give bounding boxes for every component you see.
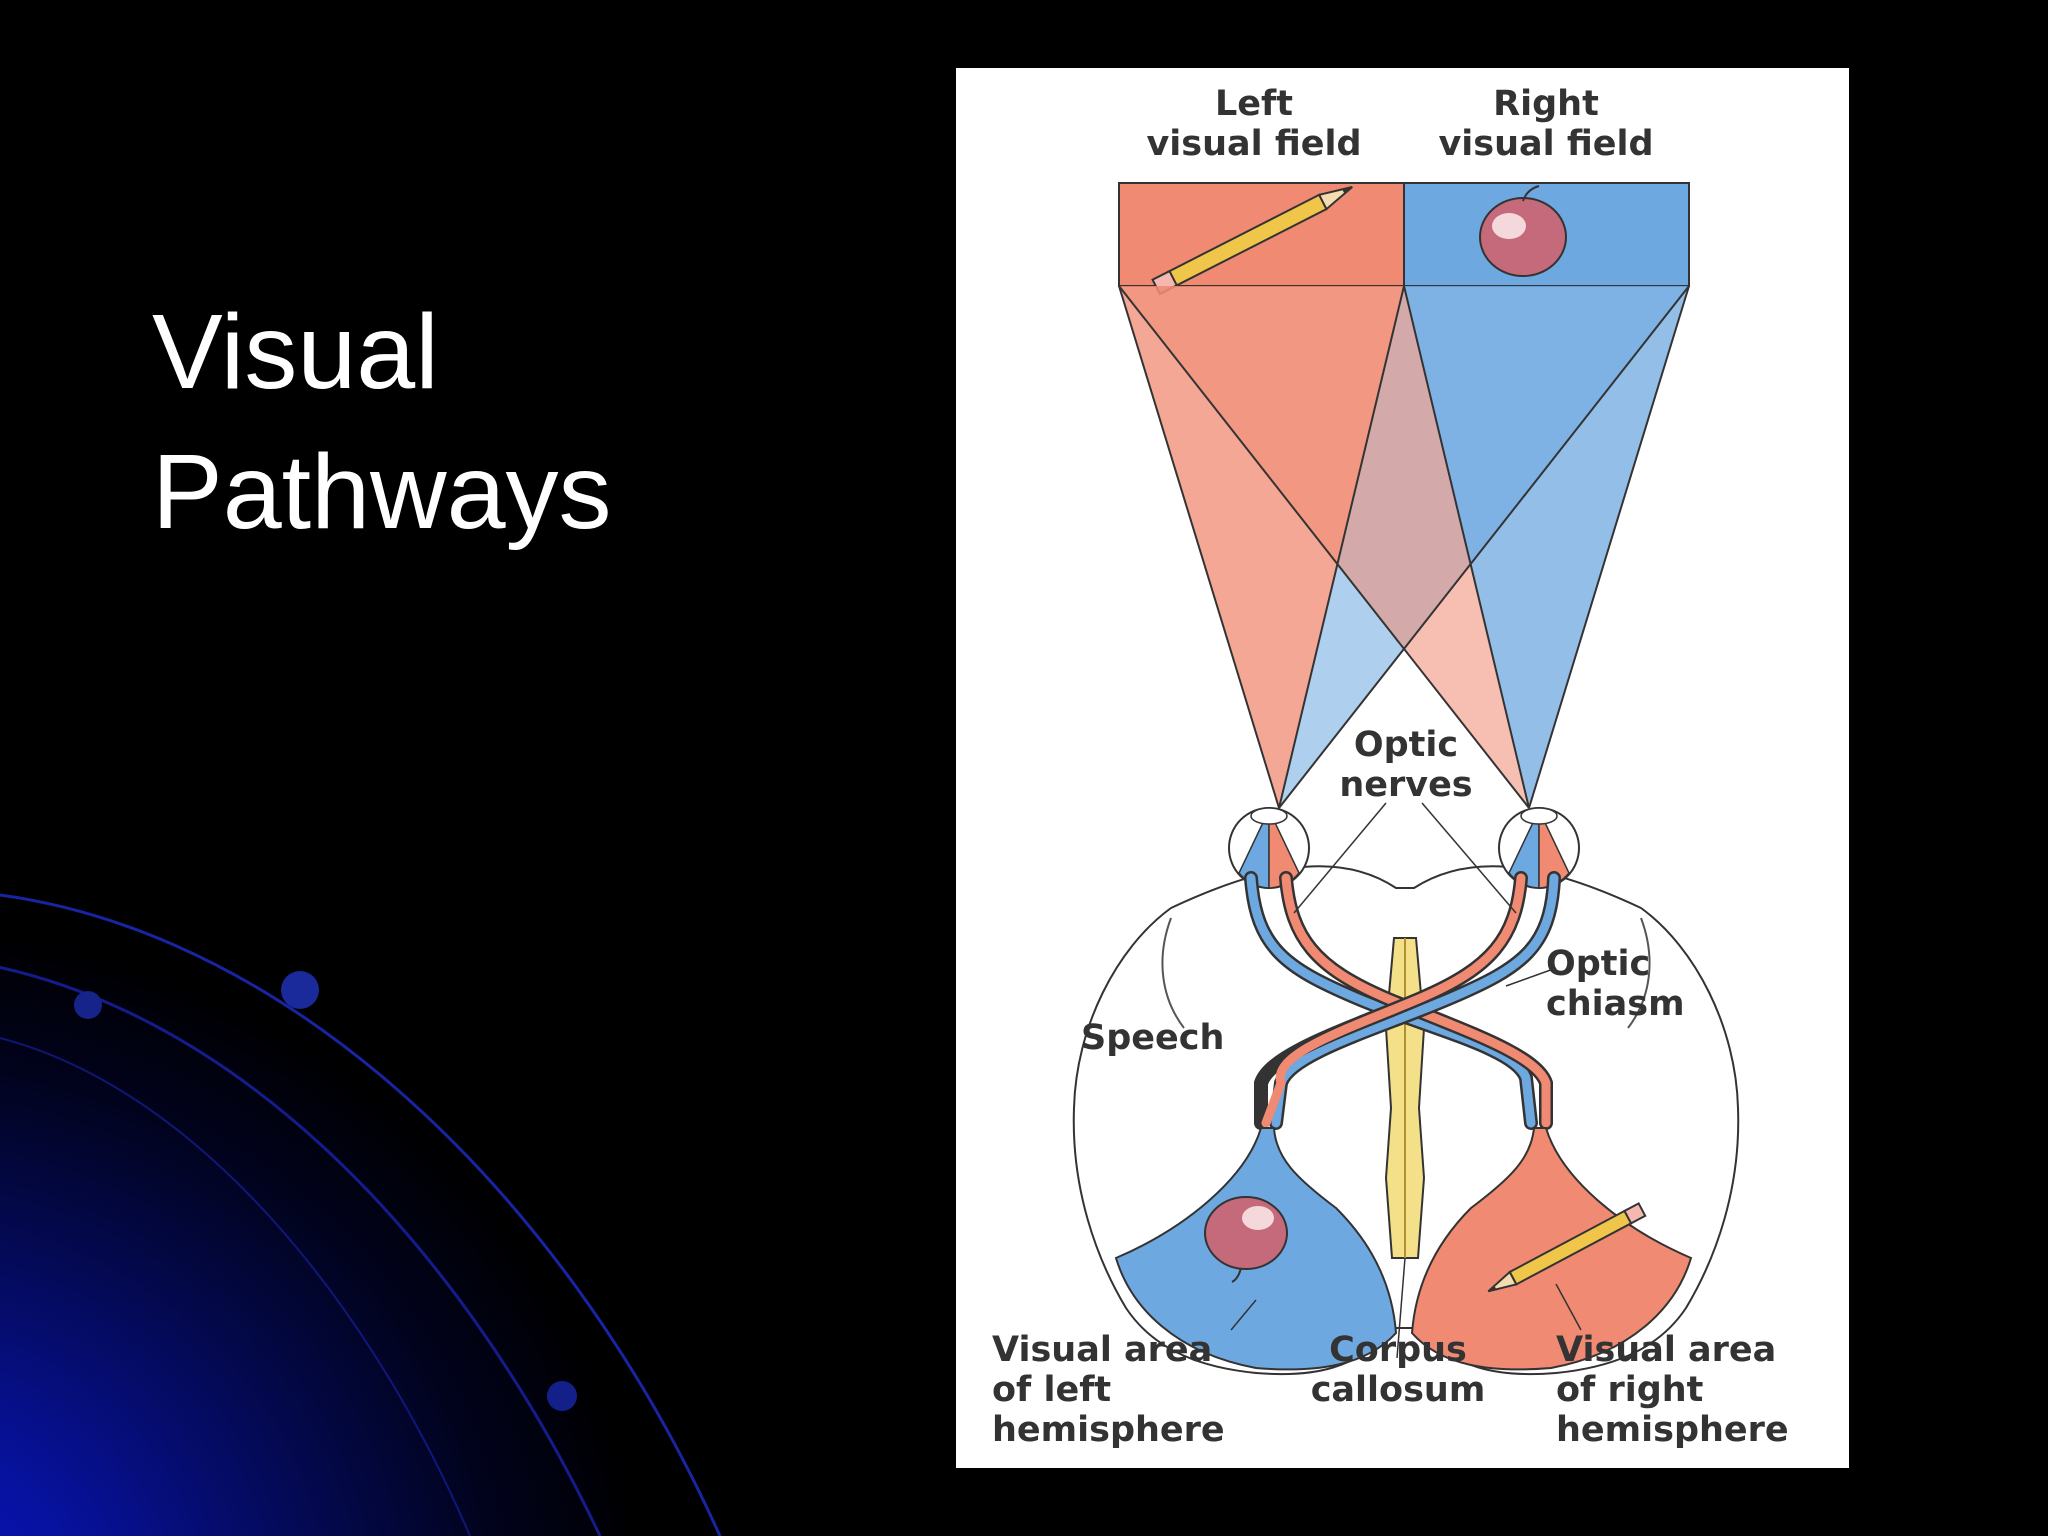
slide-title: Visual Pathways [152,282,612,562]
optic-chiasm-label: Optic chiasm [1546,944,1685,1024]
apple-icon [1479,185,1567,277]
visual-area-left-label-line1: Visual area [992,1330,1213,1370]
right-eye-icon [1498,807,1580,889]
optic-nerves-label-line1: Optic [1353,725,1459,765]
corpus-callosum-label-line1: Corpus [1329,1330,1467,1370]
corpus-callosum-label: Corpus callosum [1288,1330,1508,1410]
optic-chiasm-label-line1: Optic [1546,944,1651,984]
optic-nerves-label: Optic nerves [1316,725,1496,805]
right-visual-field-label-line2: visual field [1438,124,1654,164]
visual-area-right-label: Visual area of right hemisphere [1556,1330,1789,1450]
label-leader-lines [1230,802,1582,1359]
visual-pathways-diagram [1072,182,1740,1376]
arc-dot [74,991,102,1019]
apple-icon [1204,1196,1288,1283]
left-visual-field-label-line2: visual field [1146,124,1362,164]
pencil-icon [1487,1202,1647,1293]
arc-dot [281,971,319,1009]
optic-nerves-label-line2: nerves [1339,765,1473,805]
optic-chiasm-label-line2: chiasm [1546,984,1685,1024]
visual-area-left-label: Visual area of left hemisphere [992,1330,1225,1450]
visual-area-right-label-line2: of right [1556,1370,1704,1410]
visual-area-left-label-line3: hemisphere [992,1410,1225,1450]
visual-area-left-label-line2: of left [992,1370,1112,1410]
visual-area-right-label-line1: Visual area [1556,1330,1777,1370]
slide-title-line1: Visual [152,293,439,411]
speech-label: Speech [1081,1018,1225,1058]
left-eye-icon [1228,807,1310,889]
left-visual-field-label: Left visual field [1134,84,1374,164]
optic-tracts [1244,871,1561,1130]
right-visual-field-label: Right visual field [1426,84,1666,164]
visual-pathways-figure: Left visual field Right visual field Opt… [956,68,1849,1468]
brain-fold-lines [1161,917,1651,1029]
left-visual-field-label-line1: Left [1215,84,1293,124]
right-visual-field-label-line1: Right [1493,84,1599,124]
cone-edge-lines [1118,285,1690,809]
arc-dot [547,1381,577,1411]
visual-area-right-label-line3: hemisphere [1556,1410,1789,1450]
corpus-callosum-label-line2: callosum [1310,1370,1486,1410]
slide-title-line2: Pathways [152,433,612,551]
